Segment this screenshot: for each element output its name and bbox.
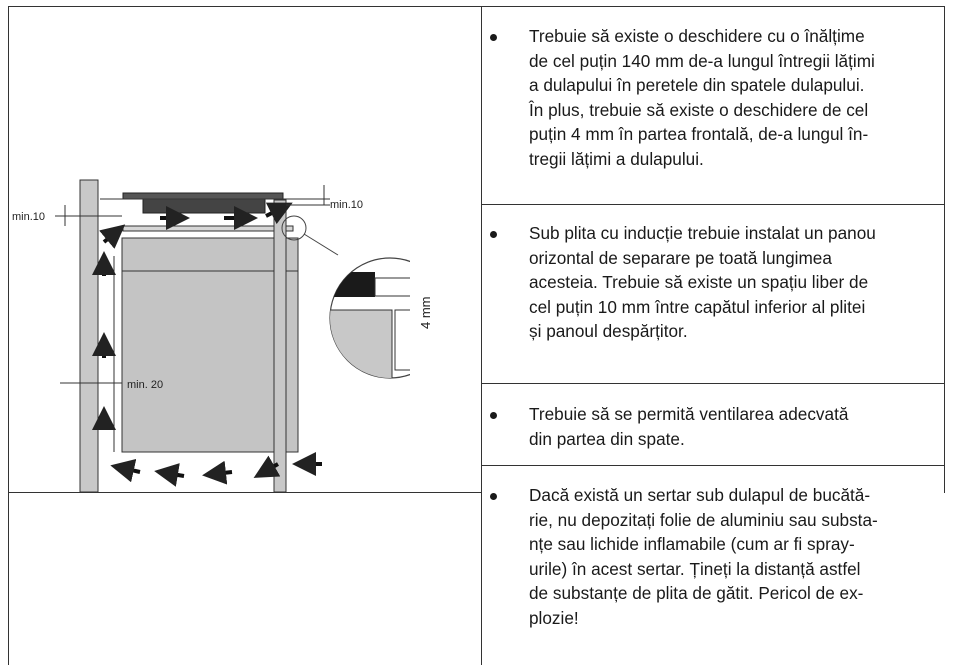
cabinet-body xyxy=(121,237,299,453)
bullet-dot-icon xyxy=(490,493,497,500)
airflow-arrows xyxy=(92,202,322,487)
row-separator xyxy=(481,204,945,205)
front-side-panel xyxy=(273,199,287,493)
list-item-text: Dacă există un sertar sub dulapul de buc… xyxy=(529,485,878,628)
dimension-label-min20: min. 20 xyxy=(127,379,163,391)
list-item-text: Trebuie să se permită ventilarea adecvat… xyxy=(529,404,849,449)
frame-top-line xyxy=(8,6,945,7)
detail-zoom-circle xyxy=(329,257,410,379)
bullet-dot-icon xyxy=(490,412,497,419)
frame-column-divider xyxy=(481,6,482,665)
frame-right-line xyxy=(944,6,945,493)
gap-label-text: 4 mm xyxy=(418,297,433,330)
frame-bottom-left-line xyxy=(8,492,482,493)
back-wall xyxy=(79,179,99,493)
cooktop-glass xyxy=(122,192,284,200)
list-item-text: Trebuie să existe o deschidere cu o înăl… xyxy=(529,26,875,169)
cooktop-body xyxy=(142,198,266,214)
dimension-label-min10-right: min.10 xyxy=(330,199,363,211)
bullet-dot-icon xyxy=(490,34,497,41)
row-separator xyxy=(481,383,945,384)
list-item-text: Sub plita cu inducție trebuie instalat u… xyxy=(529,223,876,341)
gap-label-4mm: 4 mm xyxy=(418,297,433,330)
frame-left-line xyxy=(8,6,9,665)
ventilation-installation-diagram: min.10 min.10 min. 20 xyxy=(12,179,410,493)
separator-panel xyxy=(122,225,294,232)
dimension-label-min10-left: min.10 xyxy=(12,211,45,223)
bullet-dot-icon xyxy=(490,231,497,238)
row-separator xyxy=(481,465,945,466)
